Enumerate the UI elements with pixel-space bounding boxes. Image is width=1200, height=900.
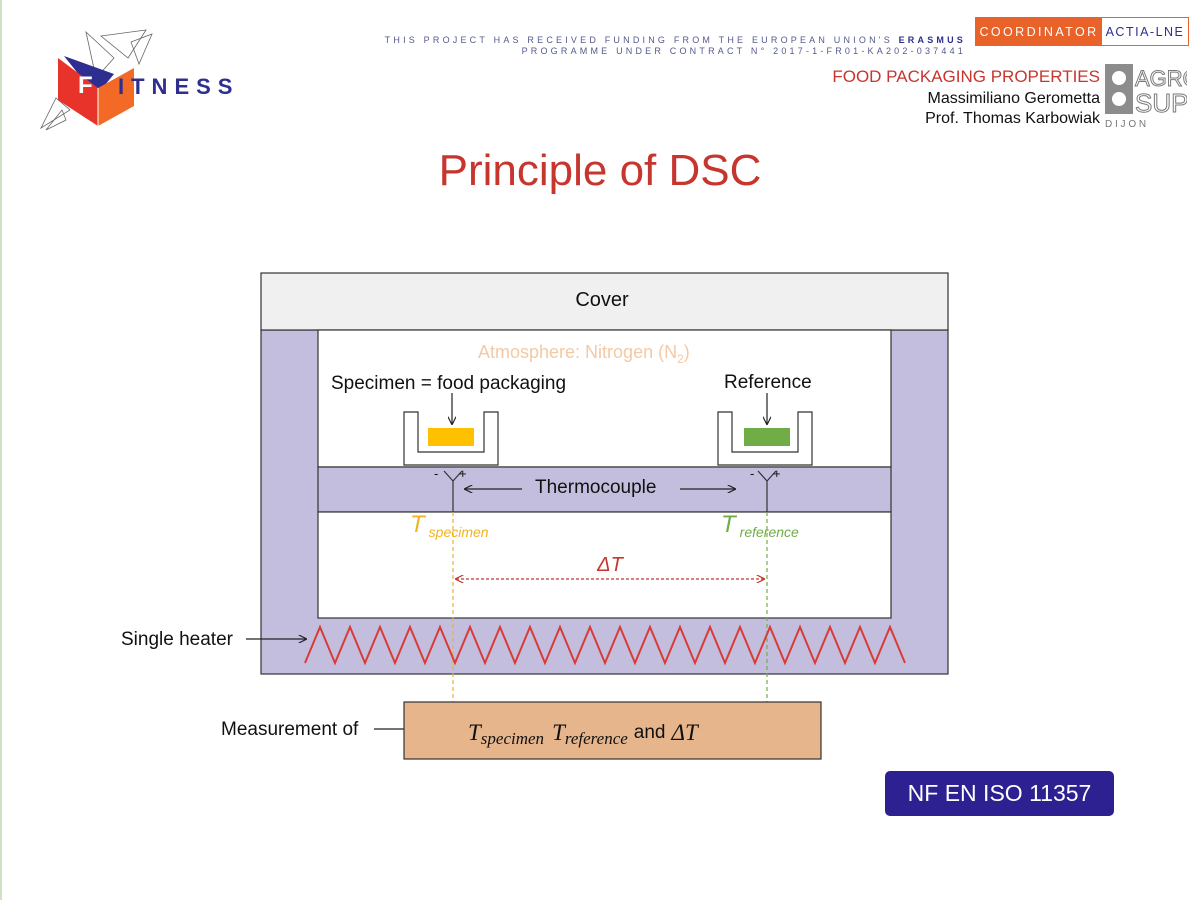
thermocouple-band [317, 466, 892, 513]
dijon-text: D I J O N [1105, 119, 1146, 130]
coordinator-box: COORDINATOR ACTIA-LNE [975, 17, 1189, 46]
cover-block [260, 272, 949, 331]
standard-badge: NF EN ISO 11357 [885, 771, 1114, 816]
left-accent-rule [0, 0, 2, 900]
funding-line2: PROGRAMME UNDER CONTRACT N° 2017-1-FR01-… [521, 46, 966, 56]
logo-wordmark: ITNESS [118, 74, 240, 99]
reference-pan [717, 411, 813, 466]
funding-line1: THIS PROJECT HAS RECEIVED FUNDING FROM T… [384, 35, 899, 45]
coordinator-label: COORDINATOR [976, 18, 1102, 45]
delta-t-label: ΔT [596, 554, 624, 576]
agrosup-logo-icon: AGRO SUP D I J O N [1103, 62, 1187, 130]
funding-notice: THIS PROJECT HAS RECEIVED FUNDING FROM T… [385, 35, 966, 57]
tc-specimen-plus: + [459, 466, 467, 481]
chamber-lower [317, 511, 892, 619]
specimen-sample [428, 428, 474, 446]
thermocouple-label: Thermocouple [535, 477, 656, 498]
thermocouple-reference-icon [757, 470, 777, 512]
thermocouple-specimen-icon [443, 470, 463, 512]
funding-brand: ERASMUS [898, 35, 966, 45]
coordinator-name: ACTIA-LNE [1105, 24, 1185, 39]
measurement-box [403, 701, 822, 760]
heater-label: Single heater [121, 629, 234, 650]
author-name-2: Prof. Thomas Karbowiak [925, 110, 1100, 127]
author-name-1: Massimiliano Gerometta [927, 90, 1101, 107]
course-title: FOOD PACKAGING PROPERTIES [832, 67, 1100, 86]
measurement-label: Measurement of [221, 719, 359, 740]
tc-reference-minus: - [750, 466, 754, 481]
heater-coil [304, 624, 906, 666]
tc-specimen-minus: - [434, 466, 438, 481]
specimen-label: Specimen = food packaging [331, 373, 566, 394]
tc-reference-plus: + [773, 466, 781, 481]
specimen-pan [403, 411, 499, 466]
fitness-logo-icon [40, 29, 153, 131]
logo-letter: F [78, 72, 93, 99]
atmosphere-label: Atmosphere: Nitrogen (N2) [478, 342, 690, 366]
reference-sample [744, 428, 790, 446]
reference-label: Reference [724, 372, 812, 393]
sup-text: SUP [1135, 88, 1187, 118]
agro-text: AGRO [1135, 66, 1187, 91]
cover-label: Cover [575, 289, 629, 311]
page-title: Principle of DSC [438, 146, 762, 195]
